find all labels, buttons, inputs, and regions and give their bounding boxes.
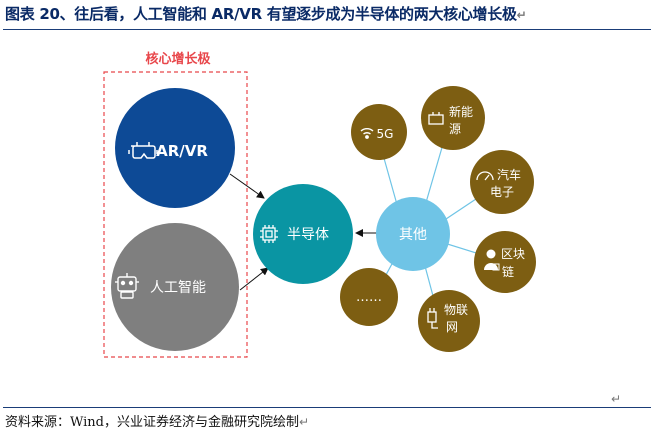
arrow-ai-to-semi xyxy=(239,267,269,291)
bottom-rule xyxy=(3,407,651,408)
arvr-label: AR/VR xyxy=(156,142,208,160)
new-energy-label-1: 新能 xyxy=(449,104,473,119)
return-mark-bottom: ↵ xyxy=(611,392,622,406)
more-node: …… xyxy=(340,268,398,326)
plug-icon xyxy=(427,308,438,329)
iot-node: 物联 网 xyxy=(418,290,480,352)
iot-label-1: 物联 xyxy=(444,303,468,317)
arrow-arvr-to-semi xyxy=(229,173,265,199)
wifi-icon xyxy=(360,128,374,139)
new-energy-label-2: 源 xyxy=(449,122,461,136)
other-label: 其他 xyxy=(399,227,427,243)
speedometer-icon xyxy=(476,171,494,181)
ai-label: 人工智能 xyxy=(150,280,206,296)
vr-headset-icon xyxy=(128,142,158,159)
semi-node: 半导体 xyxy=(253,184,353,284)
return-mark-source: ↵ xyxy=(299,415,310,429)
blockchain-label-2: 链 xyxy=(502,264,514,279)
battery-icon xyxy=(428,112,444,125)
return-mark: ↵ xyxy=(516,8,527,22)
core-growth-label: 核心增长极 xyxy=(145,51,211,67)
robot-icon xyxy=(115,273,139,299)
semi-label: 半导体 xyxy=(287,227,329,243)
core-growth-box xyxy=(103,71,248,358)
g5-node: 5G xyxy=(351,104,407,160)
chip-icon xyxy=(260,225,278,243)
g5-label: 5G xyxy=(377,127,394,141)
arvr-node: AR/VR xyxy=(115,88,235,208)
ev-label-1: 汽车 xyxy=(497,167,521,182)
figure-title: 图表 20、往后看，人工智能和 AR/VR 有望逐步成为半导体的两大核心增长极↵ xyxy=(5,5,527,23)
new-energy-node: 新能 源 xyxy=(421,86,485,150)
top-rule xyxy=(3,29,651,30)
person-network-icon xyxy=(484,249,500,271)
other-node: 其他 xyxy=(376,197,450,271)
ev-label-2: 电子 xyxy=(490,185,514,199)
more-label: …… xyxy=(356,290,382,305)
blockchain-label-1: 区块 xyxy=(501,247,525,261)
iot-label-2: 网 xyxy=(446,320,458,334)
source-note: 资料来源：Wind，兴业证券经济与金融研究院绘制↵ xyxy=(5,415,310,430)
ev-node: 汽车 电子 xyxy=(470,150,534,214)
ai-node: 人工智能 xyxy=(111,223,239,351)
blockchain-node: 区块 链 xyxy=(474,231,536,293)
